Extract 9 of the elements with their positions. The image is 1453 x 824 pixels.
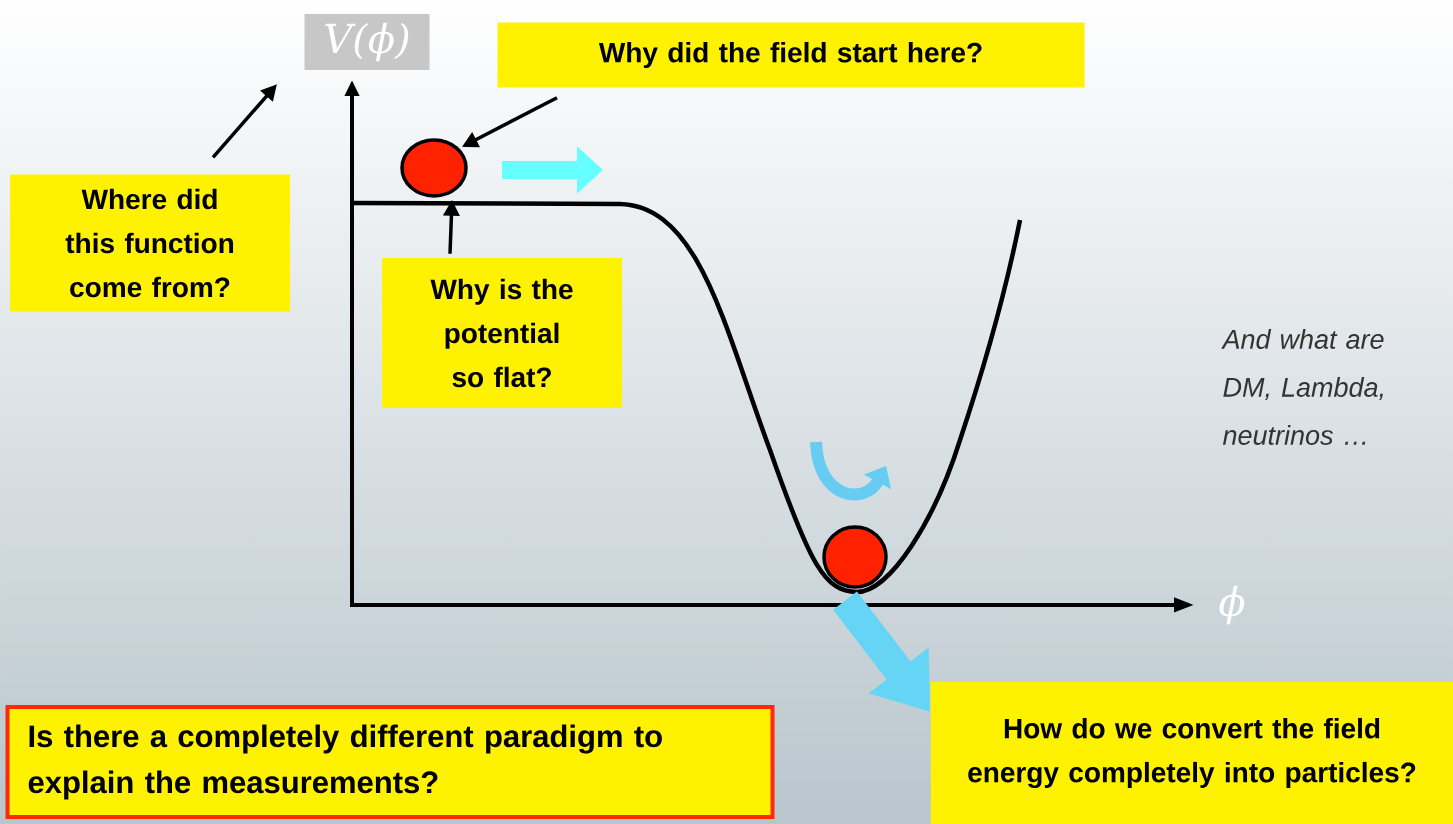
question-box: Why did the field start here? <box>497 22 1085 88</box>
note-text: And what are DM, Lambda, neutrinos … <box>1221 329 1384 445</box>
ball <box>400 138 468 198</box>
axis-title-box: V(ϕ) <box>304 14 430 70</box>
ball <box>822 525 888 589</box>
question-box: Where did this function come from? <box>10 174 290 312</box>
question-box: Why is the potential so flat? <box>382 258 622 408</box>
question-box: Is there a completely different paradigm to explain the measurements? <box>5 705 775 819</box>
question-box: How do we convert the field energy completely into particles? <box>930 682 1453 824</box>
